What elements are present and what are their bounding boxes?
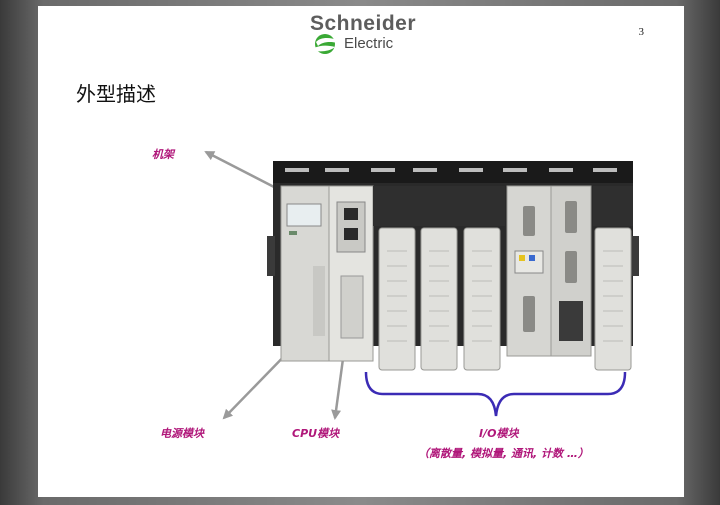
counter-module [550,185,592,357]
logo-sub-text: Electric [344,35,394,52]
plc-hardware-image [267,161,639,371]
page-number: 3 [638,26,645,38]
label-rack: 机架 [152,148,174,161]
label-io-module: I/O模块 [479,427,519,440]
comm-module [506,185,552,357]
io-module-4 [593,186,633,371]
power-supply-module [280,185,330,362]
arrow-rack [204,150,277,190]
slide-title: 外型描述 [76,82,156,106]
logo-brand-text: Schneider [309,12,417,35]
io-module-3 [461,186,505,371]
schneider-electric-logo: Schneider Electric [278,12,448,56]
label-io-module-detail: （离散量, 模拟量, 通讯, 计数 …） [418,447,589,460]
label-power-module: 电源模块 [160,427,204,440]
cpu-module [328,185,374,362]
slide: Schneider Electric 3 外型描述 机架 电源模块 CPU模块 … [38,6,684,497]
label-cpu-module: CPU模块 [292,427,340,440]
io-module-1 [373,186,417,371]
io-module-2 [417,186,461,371]
logo-mark-icon [314,34,337,54]
io-bracket [364,371,627,417]
